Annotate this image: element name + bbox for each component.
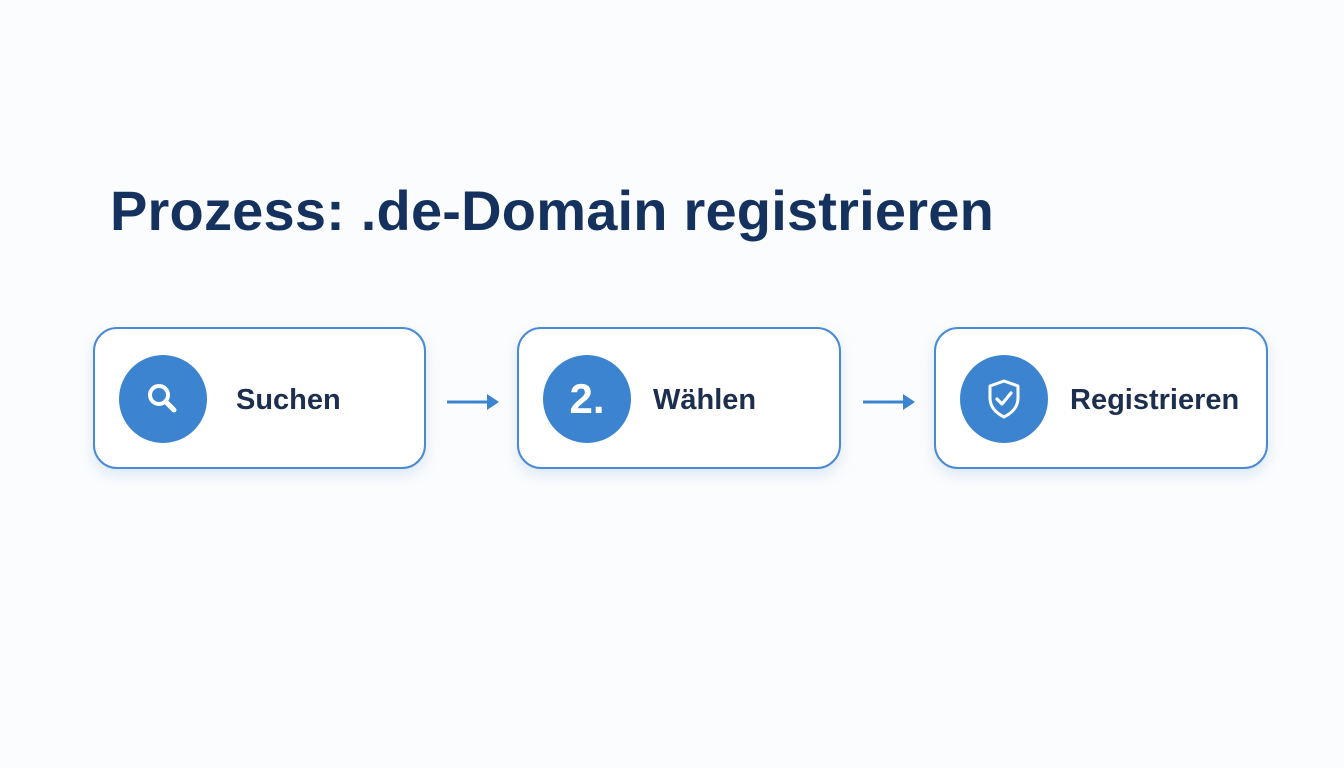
arrow-right-icon	[447, 394, 499, 410]
step-card-choose: 2. Wählen	[517, 327, 841, 469]
step-badge: 2.	[543, 355, 631, 443]
search-icon	[143, 379, 183, 419]
step-badge	[119, 355, 207, 443]
step-label: Registrieren	[1070, 383, 1240, 416]
step-label: Suchen	[236, 383, 341, 416]
step-number: 2.	[569, 375, 605, 422]
step-card-search: Suchen	[93, 327, 426, 469]
step-label: Wählen	[653, 383, 757, 416]
arrow-right-icon	[863, 394, 915, 410]
shield-check-icon	[984, 377, 1024, 421]
page-title: Prozess: .de-Domain registrieren	[110, 179, 994, 242]
step-card-register: Registrieren	[934, 327, 1268, 469]
step-badge	[960, 355, 1048, 443]
